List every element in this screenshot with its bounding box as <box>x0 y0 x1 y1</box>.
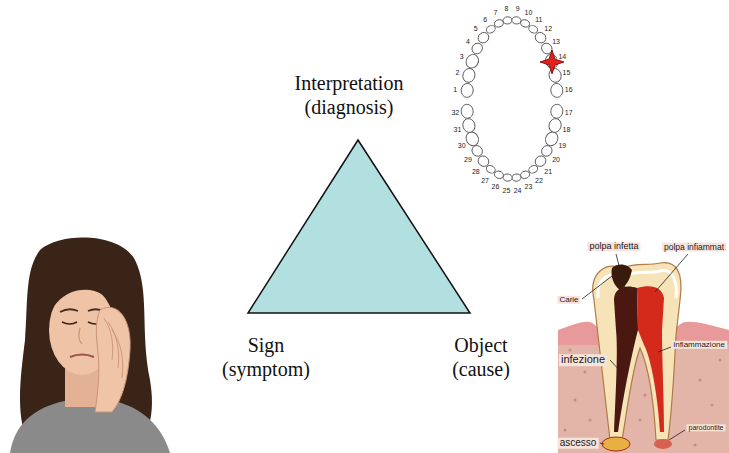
tooth-outline <box>511 174 521 182</box>
tooth-outline <box>464 52 481 70</box>
tooth-number: 8 <box>503 5 509 12</box>
tooth-outline <box>547 67 563 84</box>
tooth-number: 32 <box>450 109 460 116</box>
tooth-number: 13 <box>551 37 561 44</box>
tooth-outline <box>503 174 513 182</box>
tooth-number: 9 <box>515 5 521 12</box>
tooth-number: 23 <box>524 183 534 190</box>
tooth-number: 10 <box>524 8 534 15</box>
tooth-number: 2 <box>455 68 461 75</box>
tooth-number: 25 <box>501 186 511 193</box>
tooth-number: 4 <box>465 37 471 44</box>
anatomy-label: infezione <box>559 354 607 366</box>
tooth-number: 28 <box>471 167 481 174</box>
tooth-number: 31 <box>453 126 463 133</box>
tooth-chart <box>461 16 564 181</box>
tooth-number: 30 <box>457 141 467 148</box>
tooth-number: 11 <box>534 15 543 22</box>
tooth-number: 21 <box>543 167 553 174</box>
object-label: Object (cause) <box>452 333 510 381</box>
anatomy-label: Carie <box>557 296 580 304</box>
tooth-outline <box>550 83 563 98</box>
tooth-cross-section <box>558 254 729 453</box>
tooth-number: 3 <box>459 52 465 59</box>
tooth-outline <box>461 117 477 134</box>
tooth-outline <box>461 83 474 98</box>
sign-label: Sign (symptom) <box>222 333 310 381</box>
tooth-number: 19 <box>557 141 567 148</box>
toothache-photo <box>10 238 170 453</box>
tooth-number: 24 <box>513 186 523 193</box>
tooth-number: 29 <box>463 155 473 162</box>
tooth-number: 12 <box>543 25 553 32</box>
anatomy-label: polpa infetta <box>587 242 640 251</box>
tooth-outline <box>461 67 477 84</box>
anatomy-label: polpa infiammat <box>662 243 726 252</box>
tooth-number: 6 <box>482 15 488 22</box>
interpretant-label: Interpretation (diagnosis) <box>295 71 404 119</box>
tooth-number: 7 <box>493 8 499 15</box>
tooth-number: 27 <box>480 176 490 183</box>
tooth-number: 22 <box>534 176 544 183</box>
tooth-number: 15 <box>562 68 572 75</box>
tooth-outline <box>547 117 563 134</box>
tooth-number: 26 <box>491 183 501 190</box>
semiotic-triangle <box>248 140 470 313</box>
tooth-number: 1 <box>452 86 458 93</box>
tooth-number: 18 <box>562 126 572 133</box>
tooth-outline <box>503 16 513 24</box>
tooth-outline <box>461 104 474 119</box>
anatomy-label: infiammazione <box>671 341 727 349</box>
tooth-outline <box>511 16 521 24</box>
anatomy-label: parodontite <box>686 424 725 431</box>
tooth-number: 16 <box>564 86 574 93</box>
tooth-number: 20 <box>551 155 561 162</box>
tooth-number: 17 <box>564 109 574 116</box>
tooth-number: 5 <box>473 25 479 32</box>
tooth-number: 14 <box>557 52 567 59</box>
tooth-outline <box>550 104 563 119</box>
anatomy-label: ascesso <box>558 438 599 449</box>
